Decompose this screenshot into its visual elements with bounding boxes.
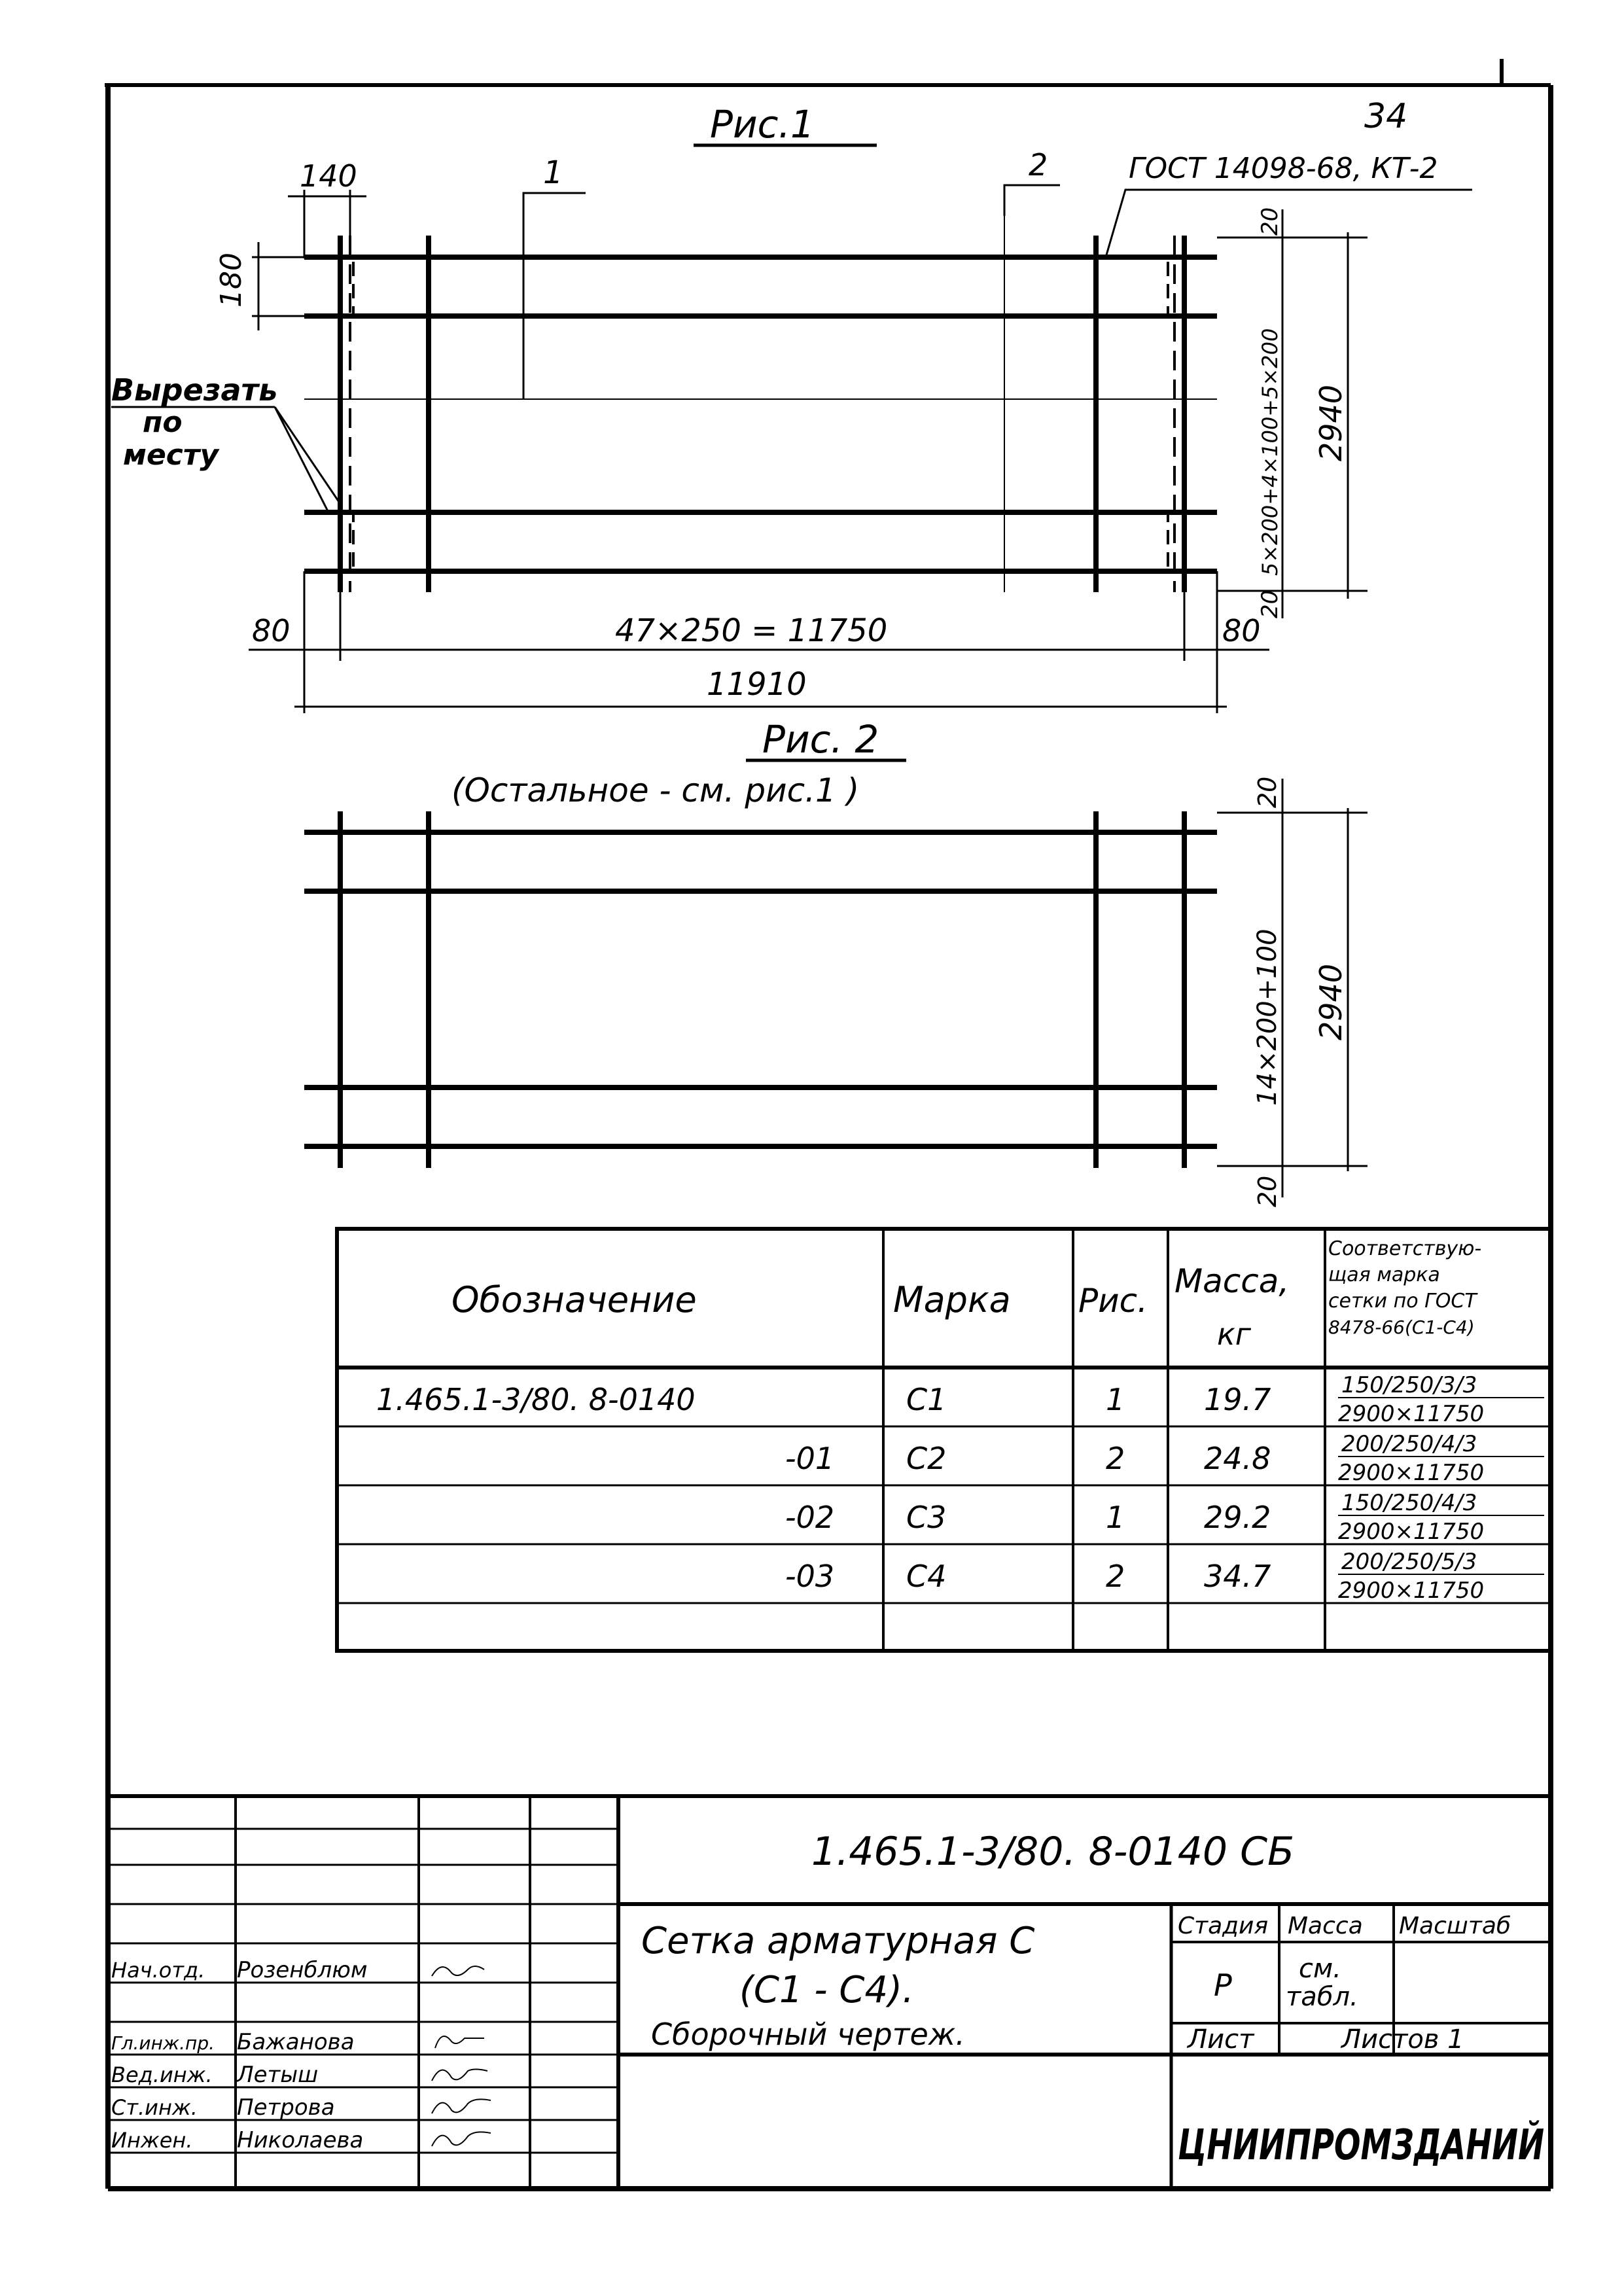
table-header-gost-line2: щая марка [1328, 1263, 1440, 1286]
signature-row: Инжен. Николаева [111, 2127, 491, 2153]
figure-1: Рис.1 140 1 [111, 102, 1472, 713]
fig2-subtitle: (Остальное - см. рис.1 ) [451, 771, 859, 809]
fig1-cut-note-line1: Вырезать [111, 372, 277, 408]
signature-name: Розенблюм [237, 1957, 368, 1983]
fig2-dim-total-width: 2940 [1313, 964, 1349, 1040]
sheet-number: 34 [1364, 97, 1407, 136]
fig1-weld-note: ГОСТ 14098-68, КТ-2 [1129, 152, 1438, 185]
title-line3: Сборочный чертеж. [651, 2017, 965, 2052]
fig2-longitudinal-bars [304, 830, 1217, 1149]
table-row: -02 С3 1 29.2 150/250/4/3 2900×11750 [785, 1490, 1544, 1545]
table-header-gost-line4: 8478-66(С1-С4) [1328, 1316, 1475, 1338]
signature-row: Ст.инж. Петрова [111, 2094, 491, 2121]
fig1-cut-note-line2: по [143, 406, 183, 439]
fig1-dim-bar-spacing: 47×250 = 11750 [615, 612, 887, 649]
row-designation: -03 [785, 1559, 834, 1594]
fig2-title: Рис. 2 [762, 717, 879, 762]
table-header-designation: Обозначение [451, 1279, 697, 1320]
fig1-dim-total-length: 11910 [707, 666, 807, 703]
fig1-callout-2: 2 [1029, 147, 1048, 183]
mass-value-line1: см. [1299, 1954, 1341, 1984]
signature-role: Вед.инж. [111, 2062, 213, 2087]
fig1-dim-bottom-edge: 20 [1257, 590, 1283, 618]
signature-row: Вед.инж. Летыш [111, 2062, 488, 2088]
table-row: -01 С2 2 24.8 200/250/4/3 2900×11750 [785, 1431, 1544, 1486]
doc-code: 1.465.1-3/80. 8-0140 СБ [811, 1829, 1294, 1875]
fig1-dim-left-height: 180 [215, 253, 248, 308]
row-gost-bottom: 2900×11750 [1338, 1519, 1484, 1545]
row-mark: С3 [906, 1500, 946, 1535]
table-header-mass-unit: кг [1217, 1316, 1252, 1352]
table-header-fig: Рис. [1078, 1282, 1148, 1320]
row-fig: 1 [1106, 1500, 1125, 1535]
signature-role: Ст.инж. [111, 2095, 198, 2120]
signature-row: Гл.инж.пр. Бажанова [111, 2029, 484, 2055]
row-gost-bottom: 2900×11750 [1338, 1401, 1484, 1427]
row-gost-top: 200/250/4/3 [1341, 1431, 1477, 1457]
sheets-label: Листов 1 [1340, 2024, 1464, 2055]
spec-table: Обозначение Марка Рис. Масса, кг Соответ… [335, 1227, 1553, 1653]
sheet-frame [105, 59, 1553, 2191]
title-line1: Сетка арматурная С [641, 1920, 1034, 1962]
row-gost-bottom: 2900×11750 [1338, 1578, 1484, 1604]
row-designation: -01 [785, 1441, 834, 1476]
row-designation: 1.465.1-3/80. 8-0140 [376, 1382, 696, 1417]
table-header-mass: Масса, [1174, 1262, 1289, 1300]
fig1-title: Рис.1 [710, 102, 815, 147]
scale-label: Масштаб [1399, 1913, 1511, 1939]
row-mass: 19.7 [1204, 1382, 1271, 1417]
row-mark: С4 [906, 1559, 946, 1594]
row-gost-top: 200/250/5/3 [1341, 1549, 1477, 1575]
fig2-cross-bars [338, 811, 1187, 1168]
title-block: 1.465.1-3/80. 8-0140 СБ Сетка арматурная… [108, 1794, 1551, 2189]
fig2-dim-bottom-edge: 20 [1253, 1176, 1282, 1207]
signature-role: Нач.отд. [111, 1958, 205, 1983]
fig1-dim-top-edge: 20 [1257, 207, 1283, 236]
fig1-cross-bars [338, 236, 1187, 592]
row-mass: 29.2 [1204, 1500, 1271, 1535]
row-mass: 34.7 [1204, 1559, 1271, 1594]
row-mark: С1 [906, 1382, 946, 1417]
signature-name: Петрова [237, 2094, 335, 2121]
fig1-dim-edge-right: 80 [1222, 613, 1261, 648]
stage-label: Стадия [1178, 1913, 1268, 1939]
fig1-dim-total-width: 2940 [1313, 385, 1349, 461]
signature-role: Гл.инж.пр. [111, 2032, 215, 2054]
org-name: ЦНИИПРОМЗДАНИЙ [1178, 2120, 1544, 2170]
fig2-dim-top-edge: 20 [1253, 777, 1282, 808]
row-mark: С2 [906, 1441, 946, 1476]
sheet-label: Лист [1186, 2024, 1255, 2055]
table-header-mark: Марка [893, 1279, 1011, 1320]
stage-value: Р [1214, 1968, 1232, 2003]
row-mass: 24.8 [1204, 1441, 1271, 1476]
figure-2: Рис. 2 (Остальное - см. рис.1 ) 20 20 14… [304, 717, 1368, 1207]
fig2-dim-cross-spacing: 14×200+100 [1252, 928, 1282, 1106]
signature-row: Нач.отд. Розенблюм [111, 1957, 485, 1983]
fig1-cut-note-line3: месту [123, 438, 220, 472]
table-header-gost-line3: сетки по ГОСТ [1328, 1290, 1478, 1313]
fig1-dim-left-offset: 140 [300, 158, 357, 194]
mass-value-line2: табл. [1286, 1982, 1358, 2012]
fig1-longitudinal-bars [304, 255, 1217, 574]
row-fig: 2 [1106, 1441, 1125, 1476]
mass-label: Масса [1288, 1913, 1363, 1939]
row-fig: 1 [1106, 1382, 1125, 1417]
table-header-gost-line1: Соответствую- [1328, 1237, 1481, 1260]
row-fig: 2 [1106, 1559, 1125, 1594]
fig1-dim-edge-left: 80 [252, 613, 291, 648]
signature-name: Николаева [237, 2127, 363, 2153]
row-gost-bottom: 2900×11750 [1338, 1460, 1484, 1486]
table-row: 1.465.1-3/80. 8-0140 С1 1 19.7 150/250/3… [376, 1372, 1544, 1427]
row-gost-top: 150/250/3/3 [1341, 1372, 1477, 1398]
fig1-callout-1: 1 [543, 154, 563, 191]
signature-name: Бажанова [237, 2029, 355, 2055]
title-line2: (С1 - С4). [739, 1969, 914, 2011]
row-designation: -02 [785, 1500, 834, 1535]
row-gost-top: 150/250/4/3 [1341, 1490, 1477, 1516]
signature-name: Летыш [236, 2062, 318, 2088]
signature-role: Инжен. [111, 2128, 192, 2153]
fig1-dim-cross-spacing: 5×200+4×100+5×200 [1258, 328, 1282, 576]
table-row: -03 С4 2 34.7 200/250/5/3 2900×11750 [785, 1549, 1544, 1604]
